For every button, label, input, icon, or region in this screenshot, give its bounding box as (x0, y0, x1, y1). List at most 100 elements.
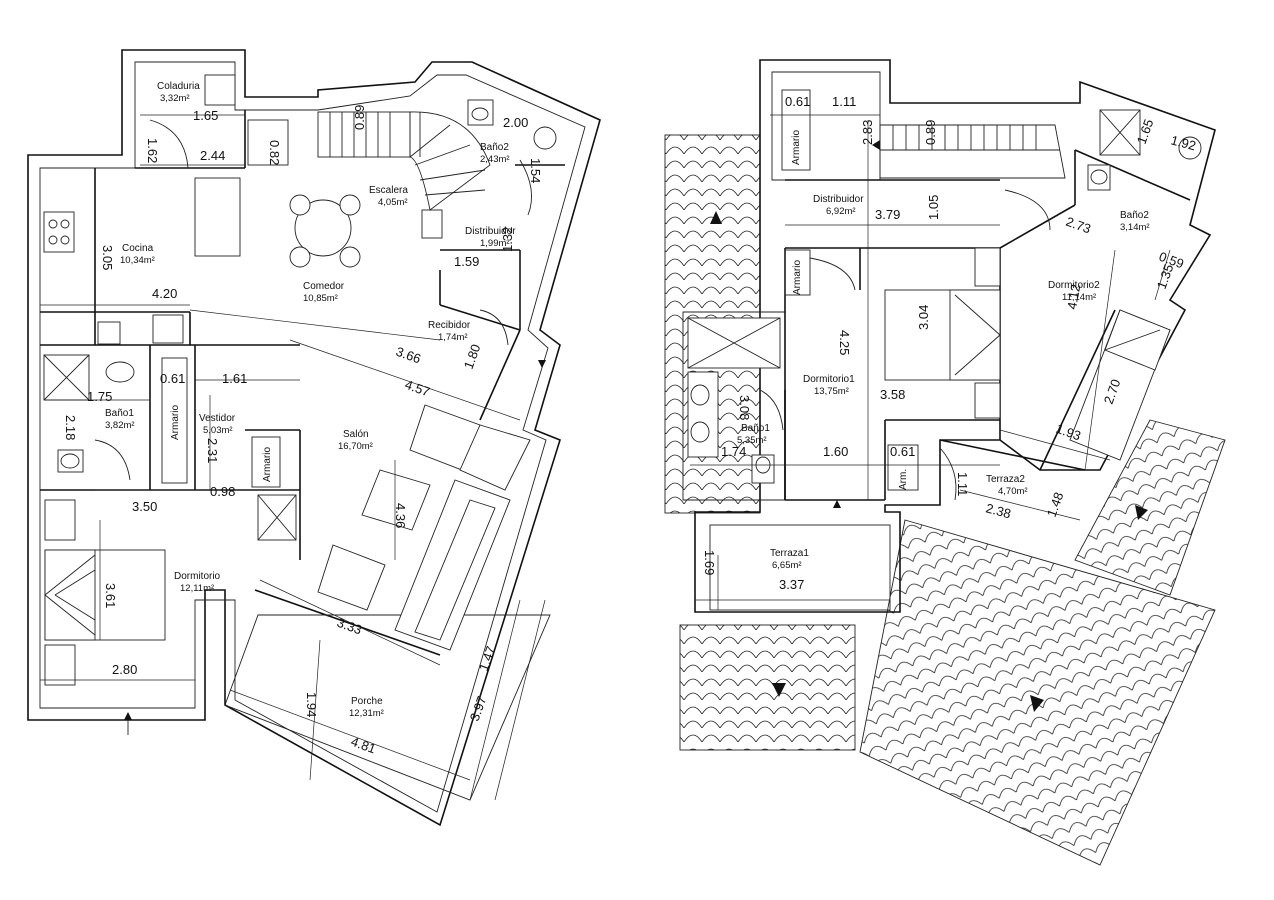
room-area: 3,14m² (1120, 222, 1150, 233)
dimension-value: 0.89 (923, 120, 938, 145)
dimension-value: 4.81 (349, 734, 378, 757)
room-label: Escalera (369, 185, 408, 196)
ground-dimension-values: 1.65 1.62 0.82 2.44 0.89 2.00 1.54 3.05 … (63, 105, 543, 757)
room-area: 13,75m² (814, 386, 849, 397)
room-label: Recibidor (428, 320, 471, 331)
room-area: 3,32m² (160, 93, 190, 104)
dimension-value: 1.74 (721, 444, 746, 459)
terrace1-outline (709, 524, 891, 611)
dimension-value: 1.62 (145, 138, 160, 163)
room-area: 10,34m² (120, 255, 155, 266)
ground-dimension-lines (40, 114, 546, 801)
dimension-value: 2.73 (1064, 214, 1093, 237)
dimension-value: 1.11 (955, 472, 970, 496)
bath1-fixtures (43, 354, 135, 473)
dimension-value: 4.57 (403, 377, 432, 400)
dimension-value: 1.47 (476, 644, 499, 673)
ground-wardrobes (161, 357, 297, 541)
ground-doors (94, 119, 533, 481)
upper-room-labels: Distribuidor 6,92m² Baño2 3,14m² Dormito… (737, 130, 1150, 571)
dimension-value: 1.48 (1044, 490, 1067, 519)
dimension-value: 1.75 (87, 389, 112, 404)
dimension-value: 1.80 (461, 342, 484, 371)
dining-table (289, 194, 361, 268)
upper-floor-plan: Distribuidor 6,92m² Baño2 3,14m² Dormito… (664, 59, 1226, 866)
dimension-value: 3.50 (132, 499, 157, 514)
ground-staircase (317, 111, 491, 239)
room-label: Baño2 (480, 142, 509, 153)
room-area: 11,14m² (1062, 292, 1096, 303)
room-label: Salón (343, 429, 369, 440)
upper-bed (884, 247, 1001, 419)
room-area: 4,70m² (998, 486, 1028, 497)
room-area: 3,82m² (105, 420, 135, 431)
upper-arrows (833, 140, 880, 508)
dimension-value: 1.05 (926, 195, 941, 220)
dimension-value: 1.11 (832, 94, 856, 109)
upper-dimension-values: 0.61 1.11 2.83 0.89 1.92 1.65 3.79 1.05 … (702, 94, 1198, 592)
room-label: Baño1 (741, 423, 770, 434)
dimension-value: 1.35 (1154, 262, 1177, 291)
room-label: Distribuidor (813, 194, 864, 205)
dimension-value: 4.36 (393, 503, 408, 528)
room-label: Distribuidor (465, 226, 516, 237)
wardrobe-label: Armario (791, 130, 802, 165)
upper-bath-fixtures (687, 109, 1202, 484)
dimension-value: 1.61 (222, 371, 247, 386)
wardrobe-label: Armario (792, 260, 803, 295)
dimension-value: 0.98 (210, 484, 235, 499)
upper-wardrobes (781, 89, 919, 491)
upper-staircase (879, 124, 1066, 179)
room-area: 12,31m² (349, 708, 384, 719)
ground-room-labels: Coladuria 3,32m² Cocina 10,34m² Comedor … (105, 81, 516, 719)
dimension-value: 2.38 (984, 500, 1012, 521)
dimension-value: 3.58 (880, 387, 905, 402)
upper-dimension-lines (690, 114, 1171, 610)
room-area: 6,65m² (772, 560, 802, 571)
ground-bed (44, 499, 166, 686)
room-label: Porche (351, 696, 383, 707)
room-label: Terraza2 (986, 474, 1025, 485)
room-label: Baño2 (1120, 210, 1149, 221)
dimension-value: 2.00 (503, 115, 528, 130)
dimension-value: 3.37 (779, 577, 804, 592)
room-label: Cocina (122, 243, 154, 254)
wardrobe-label: Armario (262, 447, 273, 482)
room-area: 1,99m² (480, 238, 510, 249)
ground-entry-arrow (124, 360, 546, 735)
room-label: Vestidor (199, 413, 236, 424)
dimension-value: 3.08 (737, 395, 752, 420)
ground-floor-plan: Coladuria 3,32m² Cocina 10,34m² Comedor … (27, 49, 601, 827)
room-label: Dormitorio1 (803, 374, 855, 385)
room-area: 5,03m² (203, 425, 233, 436)
room-area: 2,43m² (480, 154, 510, 165)
room-label: Baño1 (105, 408, 134, 419)
room-area: 12,11m² (180, 583, 214, 594)
dimension-value: 4.20 (152, 286, 177, 301)
dimension-value: 3.33 (335, 615, 364, 638)
dimension-value: 4.12 (1064, 283, 1083, 311)
kitchen-fixtures (43, 74, 289, 345)
room-label: Dormitorio2 (1048, 280, 1100, 291)
dimension-value: 0.82 (267, 140, 282, 165)
dimension-value: 3.61 (103, 583, 118, 608)
room-label: Dormitorio (174, 571, 221, 582)
dimension-value: 3.79 (875, 207, 900, 222)
porch-slab (224, 614, 551, 801)
dimension-value: 1.94 (304, 692, 319, 717)
room-area: 4,05m² (378, 197, 408, 208)
upper-doors (759, 189, 1051, 501)
room-area: 10,85m² (303, 293, 338, 304)
dimension-value: 1.65 (193, 108, 218, 123)
dimension-value: 2.18 (63, 415, 78, 440)
dimension-value: 3.05 (100, 245, 115, 270)
dimension-value: 2.31 (205, 438, 220, 463)
dimension-value: 3.66 (394, 344, 423, 367)
dimension-value: 0.61 (890, 444, 915, 459)
wardrobe-label: Armario (170, 405, 181, 440)
upper-bed-2 (1069, 309, 1171, 461)
living-furniture (317, 404, 531, 651)
dimension-value: 0.89 (352, 105, 367, 130)
room-label: Coladuria (157, 81, 200, 92)
